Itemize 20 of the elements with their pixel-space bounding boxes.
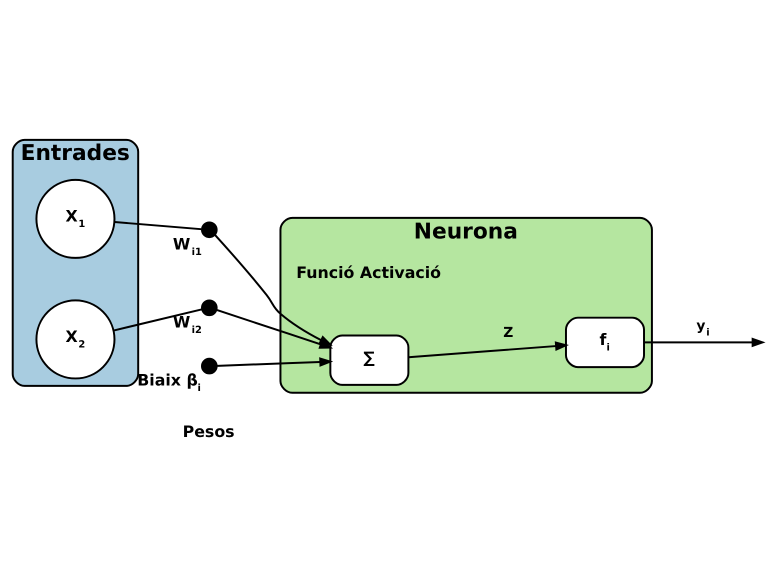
arrow [408, 341, 569, 358]
connector [114, 221, 202, 230]
edge-label: Z [503, 325, 514, 342]
node-circle [201, 221, 218, 238]
label: Pesos [182, 422, 235, 442]
node-label: Biaix β [137, 370, 198, 390]
label: Funció Activació [296, 262, 442, 282]
node-label: W$_{i2}$ [172, 312, 202, 336]
node-circle [201, 300, 218, 316]
node-circle [201, 358, 218, 374]
edge-label: y$_{i}$ [696, 318, 710, 339]
connector [113, 308, 202, 332]
node-label: i [198, 383, 201, 394]
node-circle: X$_{2}$ [35, 299, 116, 380]
node-box: ∑ [329, 334, 410, 386]
node-label: W$_{i1}$ [172, 234, 202, 258]
arrow [644, 338, 766, 348]
node-box: f$_{i}$ [564, 316, 645, 368]
node-circle: X$_{1}$ [35, 178, 116, 259]
arrow [217, 357, 334, 367]
